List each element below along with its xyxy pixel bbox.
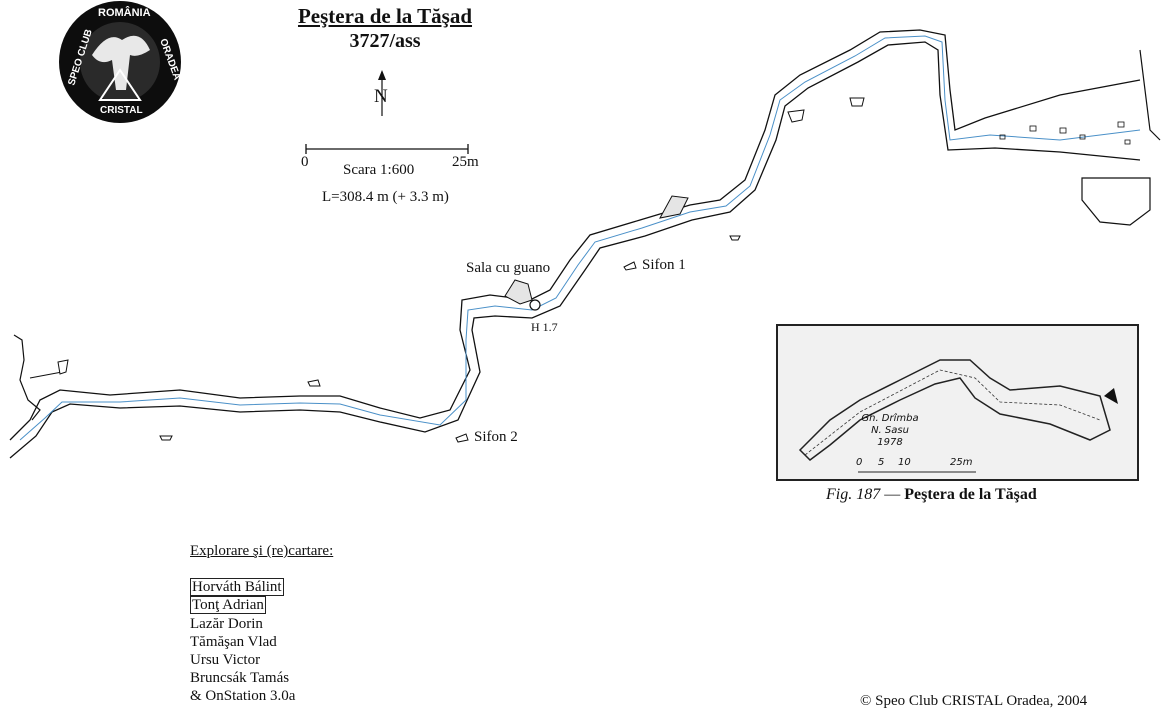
- map-title: Peştera de la Tăşad 3727/ass: [250, 4, 520, 53]
- explorer-name: Ursu Victor: [190, 652, 261, 669]
- explorer-name: Tămăşan Vlad: [190, 633, 277, 650]
- label-h17: H 1.7: [531, 320, 558, 334]
- entrance-boulders: [999, 121, 1131, 145]
- label-sala-cu-guano: Sala cu guano: [466, 260, 551, 276]
- rock-outline-4: [729, 235, 741, 241]
- label-sifon-1: Sifon 1: [642, 257, 686, 273]
- copyright-notice: © Speo Club CRISTAL Oradea, 2004: [860, 693, 1088, 709]
- inset-fig-number: Fig. 187: [826, 486, 881, 503]
- logo-text-bottom: CRISTAL: [100, 105, 143, 116]
- north-label: N: [374, 86, 388, 107]
- scale-bar: [305, 144, 469, 154]
- entrance-area: [1139, 49, 1161, 141]
- rock-outline-6: [849, 97, 865, 107]
- inset-author-2: N. Sasu: [871, 425, 909, 436]
- explorer-name: & OnStation 3.0a: [190, 688, 296, 705]
- explorer-name: Horváth Bálint: [190, 578, 284, 597]
- explorer-name: Lazăr Dorin: [190, 615, 263, 632]
- label-sifon-2: Sifon 2: [474, 429, 518, 445]
- exploration-credits: Explorare şi (re)cartare: Horváth Bálint…: [190, 542, 333, 706]
- sump-1: [623, 261, 637, 271]
- cave-passage-outer: [9, 29, 1141, 441]
- cave-code: 3727/ass: [349, 30, 421, 52]
- inset-map: [776, 324, 1139, 481]
- underground-stream: [19, 35, 1141, 441]
- cave-length: L=308.4 m (+ 3.3 m): [322, 189, 449, 205]
- explorer-name: Bruncsák Tamás: [190, 670, 290, 687]
- inset-author-1: Gh. Drîmba: [861, 413, 919, 424]
- rock-outline-2: [159, 435, 173, 441]
- inset-caption: Fig. 187 — Peştera de la Tăşad: [826, 486, 1037, 504]
- exploration-heading: Explorare şi (re)cartare:: [190, 543, 334, 559]
- cave-name: Peştera de la Tăşad: [297, 4, 473, 28]
- rock-outline-5: [787, 109, 805, 123]
- rock-outline-1: [57, 359, 69, 375]
- rock-outline-3: [307, 379, 321, 387]
- speo-club-logo: ROMÂNIA SPEO CLUB ORADEA CRISTAL: [59, 1, 182, 123]
- inset-scale-10: 10: [898, 457, 911, 468]
- inset-caption-dash: —: [884, 486, 901, 503]
- inset-scale-25m: 25m: [950, 457, 973, 468]
- north-arrow: [378, 70, 386, 116]
- entrance-profile: [1081, 177, 1151, 226]
- explorer-name: Tonţ Adrian: [190, 596, 266, 615]
- inset-year: 1978: [877, 437, 903, 448]
- inset-authors: Gh. Drîmba N. Sasu 1978: [855, 413, 925, 449]
- scale-end: 25m: [452, 154, 479, 170]
- side-passage-left: [29, 371, 63, 379]
- scale-start: 0: [301, 154, 309, 170]
- cave-passage-inner: [9, 41, 1141, 459]
- guano-upper: [659, 195, 689, 219]
- guano-hall: [504, 279, 533, 305]
- h17-marker: [529, 299, 541, 311]
- sump-2: [455, 433, 469, 443]
- scale-ratio: Scara 1:600: [343, 162, 415, 178]
- inset-scale-5: 5: [878, 457, 885, 468]
- inset-scale-0: 0: [856, 457, 863, 468]
- inset-caption-place: Peştera de la Tăşad: [904, 486, 1037, 503]
- logo-text-top: ROMÂNIA: [98, 6, 151, 19]
- entrance-chamber: [13, 334, 41, 421]
